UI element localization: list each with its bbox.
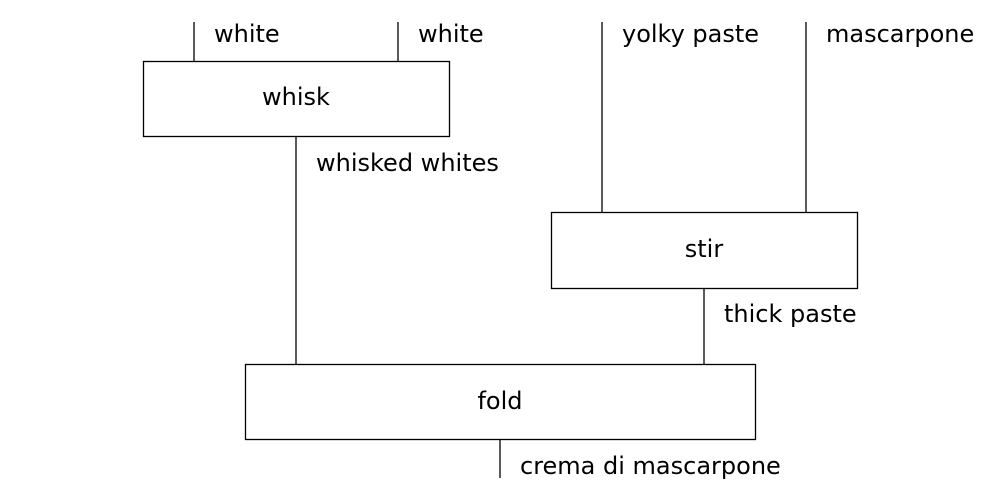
label-thick-paste: thick paste (724, 300, 857, 328)
whisk-label: whisk (262, 83, 330, 111)
label-yolky-paste: yolky paste (622, 20, 759, 48)
whisk-box: whisk (142, 60, 451, 138)
label-crema: crema di mascarpone (520, 452, 781, 480)
fold-box: fold (244, 363, 757, 441)
stir-label: stir (685, 235, 724, 263)
fold-label: fold (477, 387, 522, 415)
label-mascarpone: mascarpone (826, 20, 974, 48)
label-whisked-whites: whisked whites (316, 149, 499, 177)
label-white-2: white (418, 20, 484, 48)
stir-box: stir (550, 211, 859, 290)
label-white-1: white (214, 20, 280, 48)
